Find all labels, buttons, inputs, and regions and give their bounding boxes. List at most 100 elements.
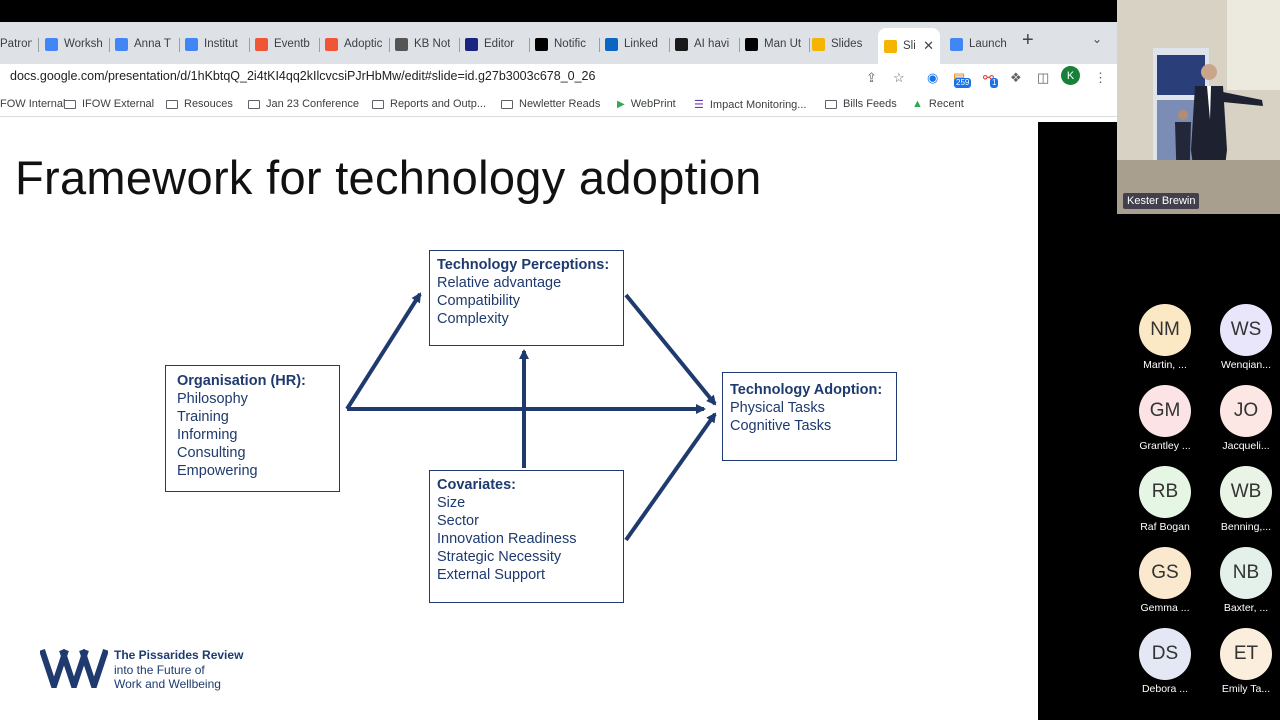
bookmark-item[interactable]: Reports and Outp... (372, 98, 486, 110)
address-bar[interactable]: docs.google.com/presentation/d/1hKbtqQ_2… (0, 64, 1117, 92)
participant-tile[interactable]: WS Wenqian... (1206, 304, 1280, 371)
browser-tab[interactable]: Slides (812, 30, 870, 58)
bookmark-item[interactable]: ▶WebPrint (617, 98, 676, 110)
tab-label: Anna T (134, 38, 171, 50)
browser-tab[interactable]: Patrons (0, 30, 32, 58)
arrow-org-to-perceptions (345, 292, 422, 411)
participant-name: Wenqian... (1220, 359, 1271, 371)
browser-menu-icon[interactable]: ⋮ (1094, 70, 1107, 85)
bookmark-item[interactable]: ☰ Impact Monitoring... (694, 98, 807, 112)
browser-tab[interactable]: Anna T (115, 30, 173, 58)
arrow-perceptions-to-adoption (624, 293, 717, 406)
tab-label: Editor (484, 38, 515, 50)
tab-label: Slid (903, 40, 915, 52)
tab-search-chevron-icon[interactable]: ⌄ (1092, 32, 1103, 46)
tab-label: Slides (831, 38, 863, 50)
participant-avatar: WS (1220, 304, 1272, 356)
tab-separator (319, 38, 320, 52)
slide-canvas[interactable]: Framework for technology adoption Techno… (0, 122, 1038, 720)
profile-avatar[interactable]: K (1061, 66, 1080, 85)
bookmark-item[interactable]: Bills Feeds (825, 98, 897, 110)
bookmark-item[interactable]: FOW Internal (0, 98, 65, 110)
tab-separator (599, 38, 600, 52)
calendar-icon (185, 37, 198, 51)
folder-icon (248, 99, 260, 109)
close-tab-icon[interactable]: ✕ (923, 38, 934, 53)
bookmark-item[interactable]: Newletter Reads (501, 98, 600, 110)
browser-tab[interactable]: AI havi (675, 30, 733, 58)
bookmark-label: Newletter Reads (519, 98, 601, 110)
box-heading: Covariates: (437, 477, 516, 493)
tab-label: Institut (204, 38, 238, 50)
bookmark-star-icon[interactable]: ☆ (893, 70, 905, 85)
tab-separator (529, 38, 530, 52)
extensions-puzzle-icon[interactable]: ❖ (1010, 70, 1022, 85)
browser-tab[interactable]: Slid ✕ (878, 28, 940, 64)
tab-separator (249, 38, 250, 52)
folder-icon (825, 99, 837, 109)
folder-icon (64, 99, 76, 109)
browser-tab[interactable]: Man Ut (745, 30, 803, 58)
browser-tab[interactable]: Eventb (255, 30, 313, 58)
url-text[interactable]: docs.google.com/presentation/d/1hKbtqQ_2… (10, 69, 596, 83)
participant-name: Gemma ... (1140, 602, 1190, 614)
bookmark-item[interactable]: Resouces (166, 98, 233, 110)
side-panel-icon[interactable]: ◫ (1037, 70, 1050, 85)
extension-badge: 259 (954, 78, 972, 88)
bookmark-item[interactable]: IFOW External (64, 98, 154, 110)
participant-tile[interactable]: GS Gemma ... (1125, 547, 1205, 614)
slides-icon (884, 39, 897, 53)
box-item: External Support (437, 567, 546, 583)
tab-label: Man Ut (764, 38, 802, 50)
editor-icon (465, 37, 478, 51)
browser-tab[interactable]: Adoptic (325, 30, 383, 58)
speaker-video-scene (1117, 0, 1280, 214)
speaker-video[interactable]: Kester Brewin (1117, 0, 1280, 214)
share-icon[interactable]: ⇪ (866, 70, 877, 85)
box-technology-adoption: Technology Adoption: Physical Tasks Cogn… (722, 372, 897, 461)
bookmark-item[interactable]: Jan 23 Conference (248, 98, 359, 110)
participant-avatar: JO (1220, 385, 1272, 437)
browser-tab[interactable]: Institut (185, 30, 243, 58)
box-heading: Technology Perceptions: (437, 257, 610, 273)
bookmark-label: Impact Monitoring... (709, 98, 807, 111)
box-organisation: Organisation (HR): Philosophy Training I… (165, 365, 340, 492)
browser-tab[interactable]: KB Not (395, 30, 453, 58)
new-tab-button[interactable]: + (1022, 29, 1034, 51)
participant-name: Martin, ... (1143, 359, 1187, 371)
linkedin-icon (605, 37, 618, 51)
browser-tab[interactable]: Linked (605, 30, 663, 58)
box-item: Physical Tasks (730, 400, 825, 416)
browser-tab[interactable]: Editor (465, 30, 523, 58)
browser-tab[interactable]: Launch (950, 30, 1008, 58)
participant-avatar: GS (1139, 547, 1191, 599)
browser-tab[interactable]: Notific (535, 30, 593, 58)
bookmark-label: IFOW External (82, 98, 155, 110)
extension-lens-icon[interactable]: ◉ (927, 70, 939, 85)
extension-share-icon[interactable]: ⚯ (983, 70, 994, 85)
eventbrite-icon (255, 37, 268, 51)
globe-icon (675, 37, 688, 51)
folder-icon (372, 99, 384, 109)
slide-title: Framework for technology adoption (15, 151, 762, 204)
tab-label: Linked (624, 38, 658, 50)
tab-separator (669, 38, 670, 52)
impact-icon: ☰ (694, 99, 704, 111)
tab-label: Adoptic (344, 38, 383, 50)
tab-label: Worksh (64, 38, 103, 50)
tab-separator (459, 38, 460, 52)
participant-name: Grantley ... (1139, 440, 1191, 452)
browser-tab[interactable]: Worksh (45, 30, 103, 58)
box-heading: Organisation (HR): (177, 373, 306, 389)
drive-icon: ▲ (912, 98, 923, 110)
tab-label: Eventb (274, 38, 310, 50)
bookmark-item[interactable]: ▲Recent (912, 98, 964, 110)
